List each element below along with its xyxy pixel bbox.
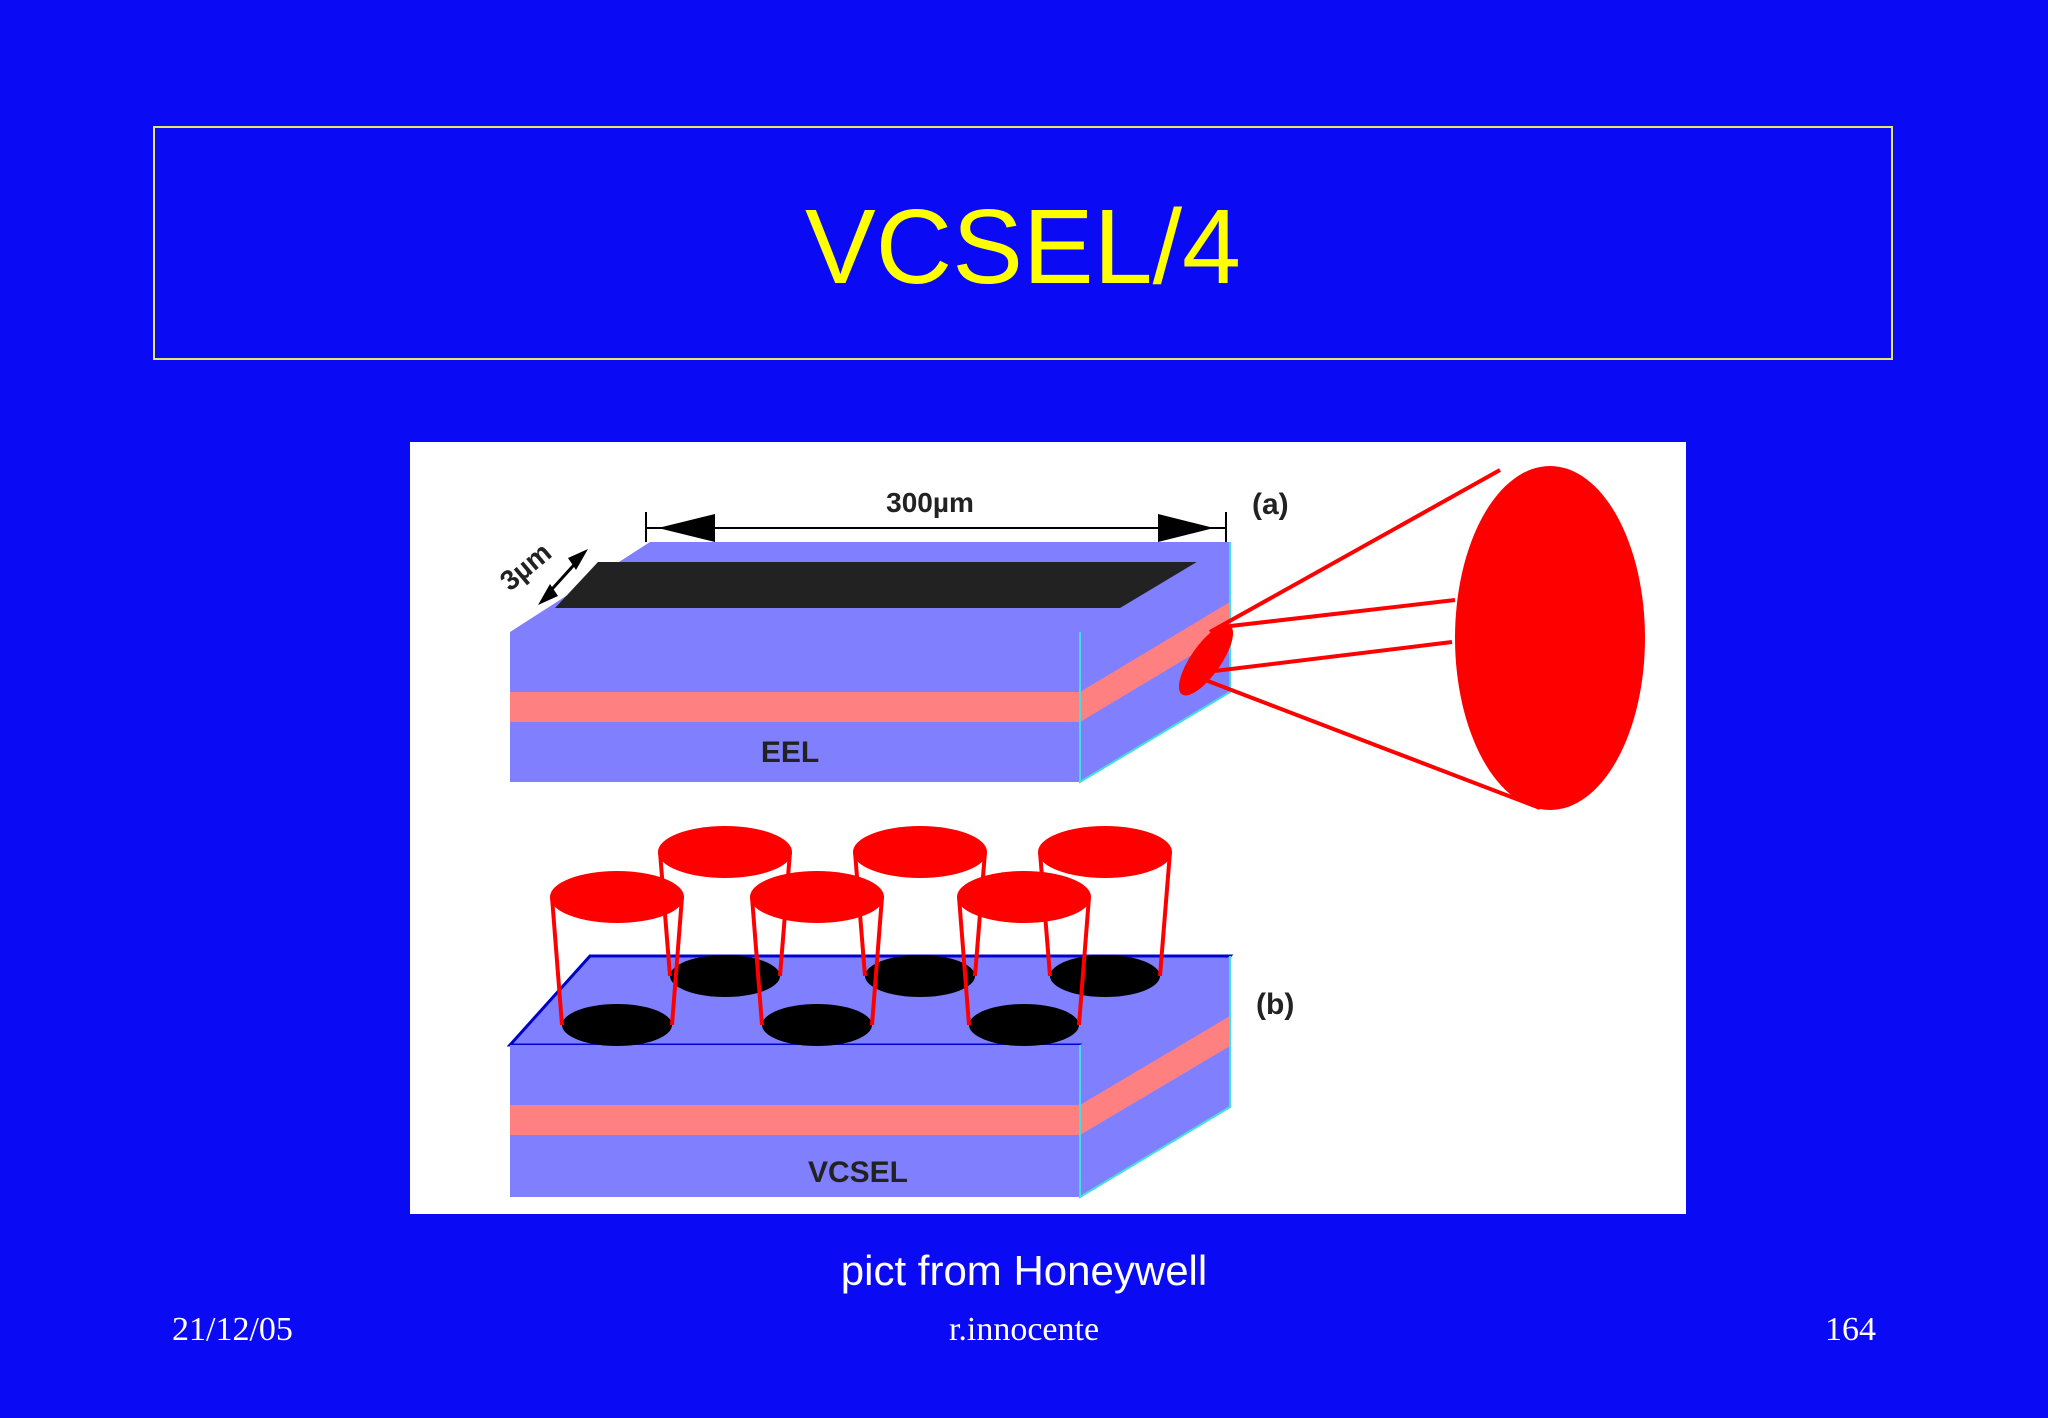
vcsel-front-upper	[510, 1045, 1080, 1105]
beam-edge	[750, 896, 764, 1026]
aperture	[969, 1004, 1079, 1046]
aperture	[670, 955, 780, 997]
footer-author: r.innocente	[948, 1311, 1100, 1348]
aperture	[1050, 955, 1160, 997]
panel-b-tag: (b)	[1256, 988, 1294, 1021]
vcsel-eel-figure: EEL 300µm 3µm (a)	[410, 442, 1686, 1214]
vcsel-active-layer	[510, 1105, 1080, 1135]
beam-edge	[1158, 851, 1172, 977]
eel-edge-lines	[1079, 542, 1231, 784]
vcsel-emitter-back-2	[853, 826, 987, 997]
eel-front-upper	[510, 632, 1080, 692]
beam-edge	[957, 896, 971, 1026]
eel-far-field-spot	[1455, 466, 1645, 810]
eel-side-active	[1080, 602, 1230, 722]
eel-active-layer	[510, 692, 1080, 722]
aperture	[562, 1004, 672, 1046]
aperture	[762, 1004, 872, 1046]
vcsel-emitter-back-3	[1038, 826, 1172, 997]
eel-beam	[1178, 466, 1645, 810]
arrow-left-icon	[658, 514, 715, 542]
beam-spot	[957, 871, 1091, 923]
panel-a-tag: (a)	[1252, 488, 1289, 521]
vcsel-front-lower	[510, 1135, 1080, 1197]
beam-ray-top	[1209, 468, 1501, 634]
footer-page-number: 164	[1825, 1311, 1876, 1348]
figure-svg: EEL 300µm 3µm (a)	[494, 466, 1645, 1199]
beam-edge	[670, 896, 684, 1026]
beam-ray-bottom	[1199, 676, 1541, 810]
vcsel-emitter-front-1	[550, 871, 684, 1046]
beam-edge	[870, 896, 884, 1026]
width-label: 3µm	[494, 536, 557, 596]
beam-spot	[853, 826, 987, 878]
arrow-right-icon	[1158, 514, 1214, 542]
beam-spot	[1038, 826, 1172, 878]
vcsel-emitter-back-1	[658, 826, 792, 997]
aperture	[865, 955, 975, 997]
beam-edge	[550, 896, 564, 1026]
eel-emission-spot	[1178, 624, 1234, 696]
length-label: 300µm	[886, 487, 974, 518]
width-arrow-down-icon	[538, 584, 558, 605]
vcsel-side-active	[1080, 1016, 1230, 1135]
eel-contact-stripe	[555, 562, 1218, 608]
eel-front-lower	[510, 722, 1080, 782]
beam-spot	[750, 871, 884, 923]
title-box: VCSEL/4	[153, 126, 1893, 360]
eel-device: EEL	[510, 542, 1231, 784]
length-dimension: 300µm	[645, 487, 1227, 542]
beam-ray-mid-upper	[1221, 598, 1456, 629]
eel-label: EEL	[761, 736, 819, 769]
vcsel-emitter-front-3	[957, 871, 1091, 1046]
beam-spot	[550, 871, 684, 923]
slide-title: VCSEL/4	[804, 188, 1241, 306]
beam-edge	[1077, 896, 1091, 1026]
beam-ray-mid-lower	[1189, 640, 1453, 676]
footer-date: 21/12/05	[172, 1311, 293, 1348]
width-arrow-up-icon	[568, 549, 588, 570]
beam-spot	[658, 826, 792, 878]
vcsel-label: VCSEL	[808, 1156, 908, 1189]
vcsel-edge-lines	[1079, 956, 1231, 1199]
figure-caption: pict from Honeywell	[840, 1247, 1208, 1294]
vcsel-emitter-front-2	[750, 871, 884, 1046]
